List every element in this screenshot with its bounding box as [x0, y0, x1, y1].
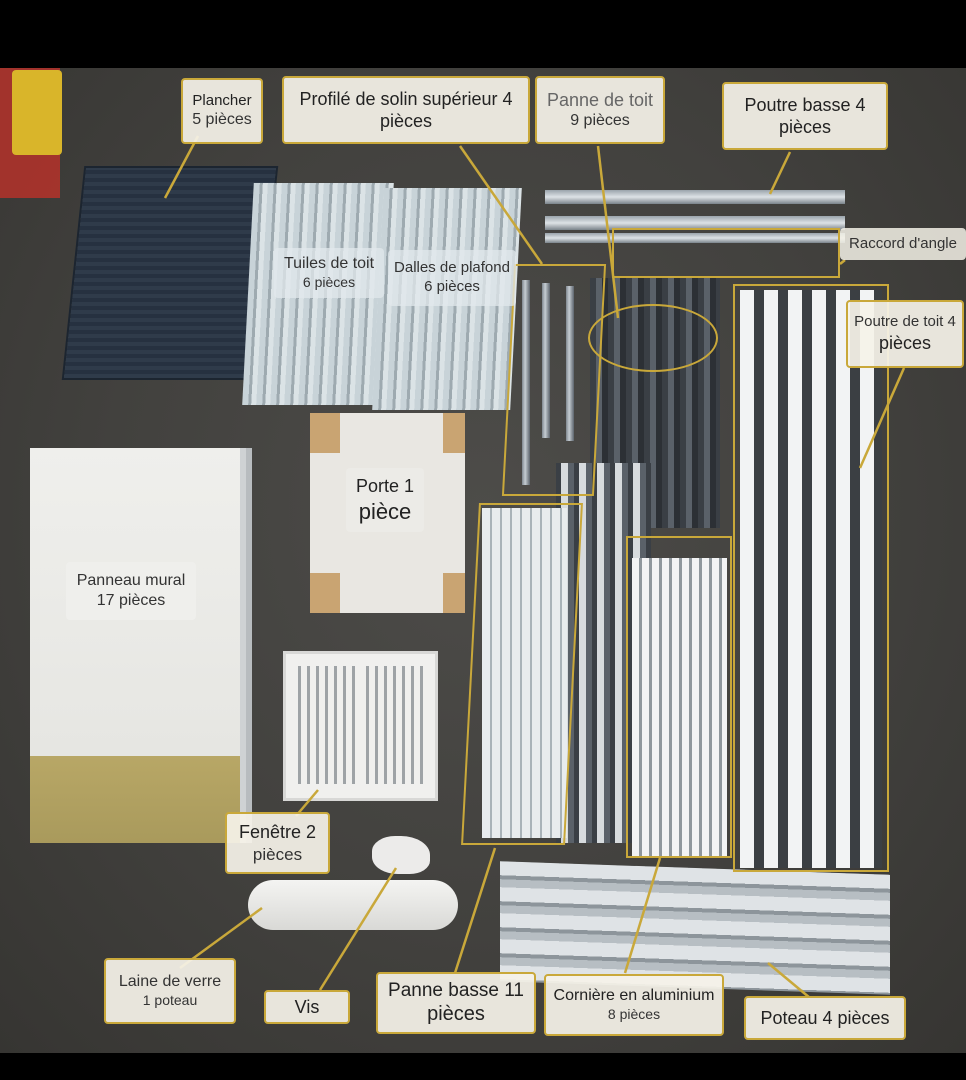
label-panneau-title: Panneau mural [76, 572, 186, 589]
flashing-bar-3 [566, 286, 574, 441]
label-plancher-title: Plancher [192, 91, 252, 109]
flashing-bar-1 [522, 280, 530, 485]
label-fenetre: Fenêtre 2 pièces [225, 812, 330, 874]
label-poteau-title: Poteau 4 pièces [760, 1007, 890, 1028]
line-poutre-basse [768, 151, 792, 195]
wall-panel-stack [30, 448, 240, 843]
line-panne-toit [596, 145, 620, 319]
flashing-bar-2 [542, 283, 550, 438]
label-corniere: Cornière en aluminium 8 pièces [544, 974, 724, 1036]
line-panne-basse [453, 847, 497, 974]
label-poutre-toit: Poutre de toit 4 pièces [846, 300, 964, 368]
line-corniere [623, 857, 662, 974]
window-frame [283, 651, 438, 801]
label-panne-toit-title: Panne de toit [546, 89, 654, 110]
zone-bottom-beam [612, 228, 840, 278]
label-dalles-count: 6 pièces [424, 278, 480, 295]
label-laine: Laine de verre 1 poteau [104, 958, 236, 1024]
label-tuiles-count: 6 pièces [302, 274, 356, 291]
label-raccord-title: Raccord d'angle [849, 234, 957, 252]
label-plancher: Plancher 5 pièces [181, 78, 263, 144]
label-panne-toit-count: 9 pièces [570, 112, 630, 130]
bottom-purlin-stack [482, 508, 567, 838]
aluminium-angles [632, 558, 727, 858]
line-fenetre [295, 789, 319, 817]
label-porte-title: Porte 1 [355, 476, 415, 496]
label-solin-count: pièces [379, 111, 433, 131]
label-tuiles-title: Tuiles de toit [283, 255, 375, 273]
zone-aluminium [626, 536, 732, 858]
label-panneau: Panneau mural 17 pièces [66, 562, 196, 620]
label-vis-title: Vis [294, 996, 320, 1017]
label-tuiles: Tuiles de toit 6 pièces [274, 248, 384, 298]
zone-roof-beam [733, 284, 889, 872]
label-vis: Vis [264, 990, 350, 1024]
label-poutre-toit-count: pièces [878, 333, 932, 354]
label-poteau: Poteau 4 pièces [744, 996, 906, 1040]
door [310, 413, 465, 613]
kit-photo [0, 68, 966, 1053]
label-panne-basse: Panne basse 11 pièces [376, 972, 536, 1034]
label-solin-title: Profilé de solin supérieur 4 [299, 88, 513, 109]
zone-roof-purlin-circle [588, 304, 718, 372]
connector-lines [163, 135, 906, 999]
label-porte-count: pièce [358, 498, 412, 524]
label-corniere-title: Cornière en aluminium [553, 987, 715, 1005]
label-corniere-count: 8 pièces [607, 1006, 661, 1023]
label-raccord: Raccord d'angle [840, 228, 966, 260]
bottom-beam-rail-3 [545, 233, 845, 243]
label-fenetre-title: Fenêtre 2 [238, 822, 317, 843]
label-poutre-basse-count: pièces [778, 117, 832, 137]
screws-bag [372, 836, 430, 874]
label-porte: Porte 1 pièce [346, 468, 424, 532]
line-solin [458, 145, 544, 265]
label-panne-basse-title: Panne basse 11 [388, 979, 524, 1001]
label-dalles: Dalles de plafond 6 pièces [388, 250, 516, 306]
roof-beams [740, 290, 882, 868]
label-poutre-toit-title: Poutre de toit 4 [854, 313, 956, 331]
label-panne-basse-count: pièces [427, 1003, 485, 1026]
glass-wool-roll [248, 880, 458, 930]
line-raccord [839, 259, 846, 265]
label-panneau-count: 17 pièces [96, 592, 166, 609]
line-plancher [163, 135, 200, 199]
yellow-machine [12, 70, 62, 155]
line-poutre-toit [858, 367, 906, 469]
label-solin: Profilé de solin supérieur 4 pièces [282, 76, 530, 144]
label-laine-title: Laine de verre [118, 973, 222, 991]
line-poteau [767, 962, 811, 999]
label-laine-count: 1 poteau [142, 992, 198, 1009]
label-fenetre-count: pièces [252, 844, 303, 864]
label-plancher-count: 5 pièces [192, 111, 252, 129]
line-vis [318, 867, 398, 991]
label-panne-toit: Panne de toit 9 pièces [535, 76, 665, 144]
label-dalles-title: Dalles de plafond [394, 259, 510, 277]
label-poutre-basse-title: Poutre basse 4 [744, 94, 866, 115]
bottom-beam-rail-2 [545, 216, 845, 230]
label-poutre-basse: Poutre basse 4 pièces [722, 82, 888, 150]
bottom-black-bar [0, 1053, 966, 1080]
